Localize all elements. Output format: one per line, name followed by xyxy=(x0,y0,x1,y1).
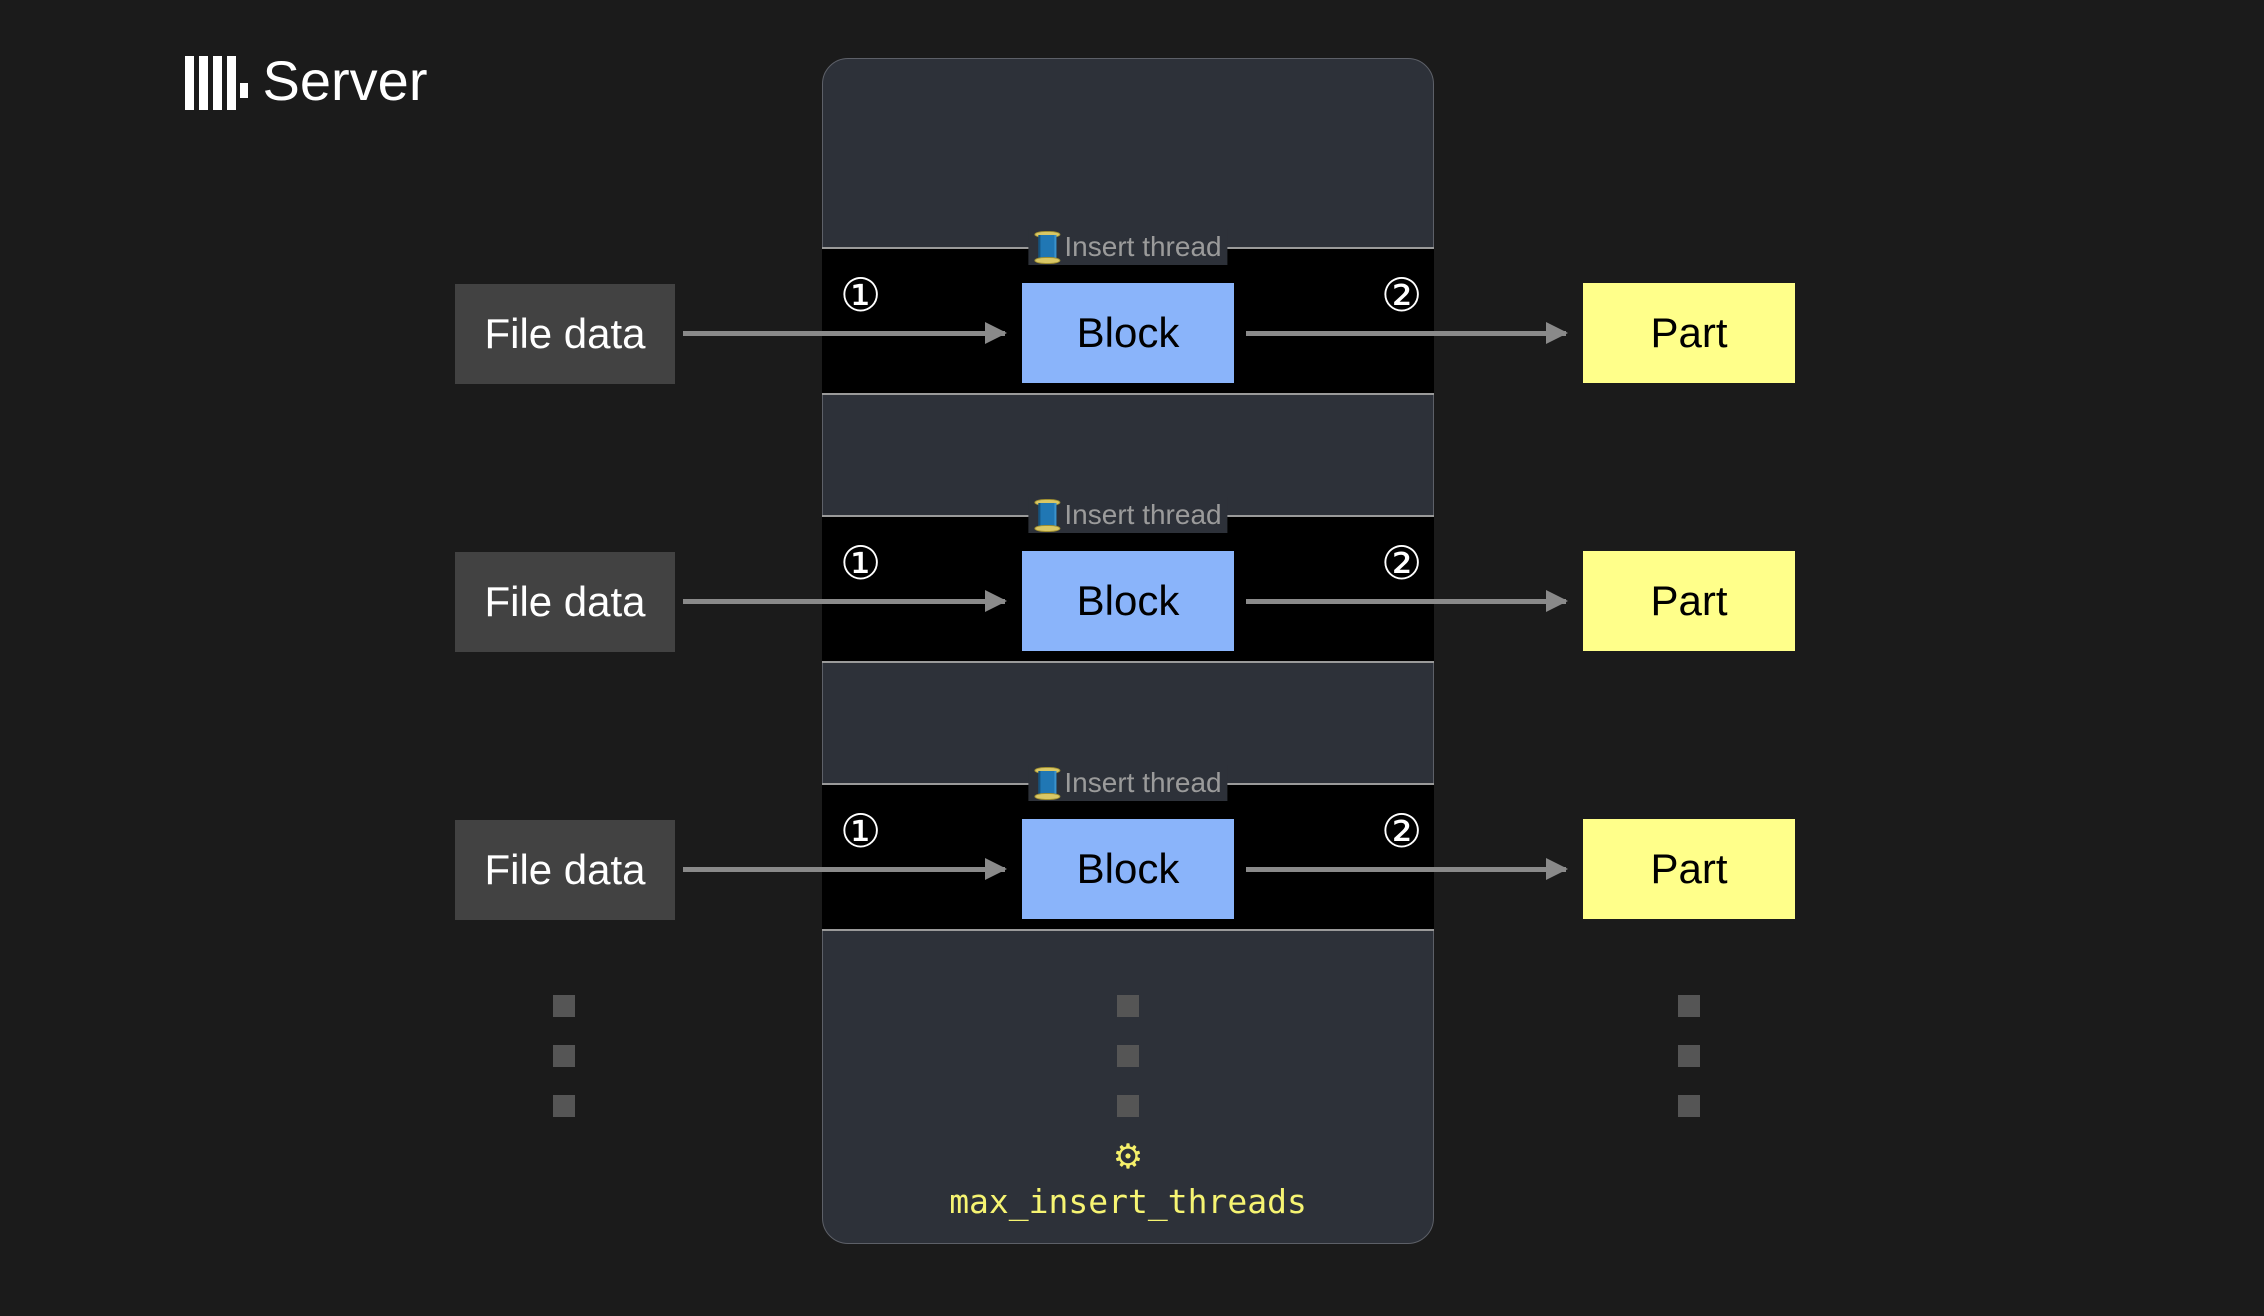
step-badge-in: ① xyxy=(840,537,882,589)
step-badge-out: ② xyxy=(1381,269,1423,321)
block-box: Block xyxy=(1022,551,1234,651)
step-badge-out: ② xyxy=(1381,537,1423,589)
arrow-block-to-part xyxy=(1246,590,1568,612)
insert-thread-label-text: Insert thread xyxy=(1064,499,1222,530)
thread-spool-icon xyxy=(1034,230,1061,264)
insert-thread-label-text: Insert thread xyxy=(1064,767,1222,798)
insert-thread-label: Insert thread xyxy=(1028,765,1228,801)
setting-name-label: max_insert_threads xyxy=(949,1182,1307,1221)
step-badge-out: ② xyxy=(1381,805,1423,857)
file-data-box: File data xyxy=(455,552,675,652)
server-title: Server xyxy=(0,48,612,112)
part-box: Part xyxy=(1583,283,1795,383)
block-box: Block xyxy=(1022,283,1234,383)
thread-spool-icon xyxy=(1034,498,1061,532)
arrow-file-to-block xyxy=(683,322,1007,344)
arrow-file-to-block xyxy=(683,858,1007,880)
arrow-block-to-part xyxy=(1246,858,1568,880)
ellipsis-threads xyxy=(1117,995,1139,1145)
ellipsis-file-data xyxy=(553,995,575,1145)
clickhouse-logo-icon xyxy=(184,48,248,110)
gear-icon: ⚙ xyxy=(1112,1138,1144,1176)
arrow-block-to-part xyxy=(1246,322,1568,344)
part-box: Part xyxy=(1583,551,1795,651)
arrow-file-to-block xyxy=(683,590,1007,612)
max-insert-threads-setting: ⚙ max_insert_threads xyxy=(822,1140,1434,1222)
thread-spool-icon xyxy=(1034,766,1061,800)
step-badge-in: ① xyxy=(840,269,882,321)
step-badge-in: ① xyxy=(840,805,882,857)
insert-thread-label: Insert thread xyxy=(1028,497,1228,533)
server-title-label: Server xyxy=(262,49,428,112)
ellipsis-part xyxy=(1678,995,1700,1145)
part-box: Part xyxy=(1583,819,1795,919)
insert-thread-label-text: Insert thread xyxy=(1064,231,1222,262)
file-data-box: File data xyxy=(455,820,675,920)
file-data-box: File data xyxy=(455,284,675,384)
insert-thread-label: Insert thread xyxy=(1028,229,1228,265)
block-box: Block xyxy=(1022,819,1234,919)
